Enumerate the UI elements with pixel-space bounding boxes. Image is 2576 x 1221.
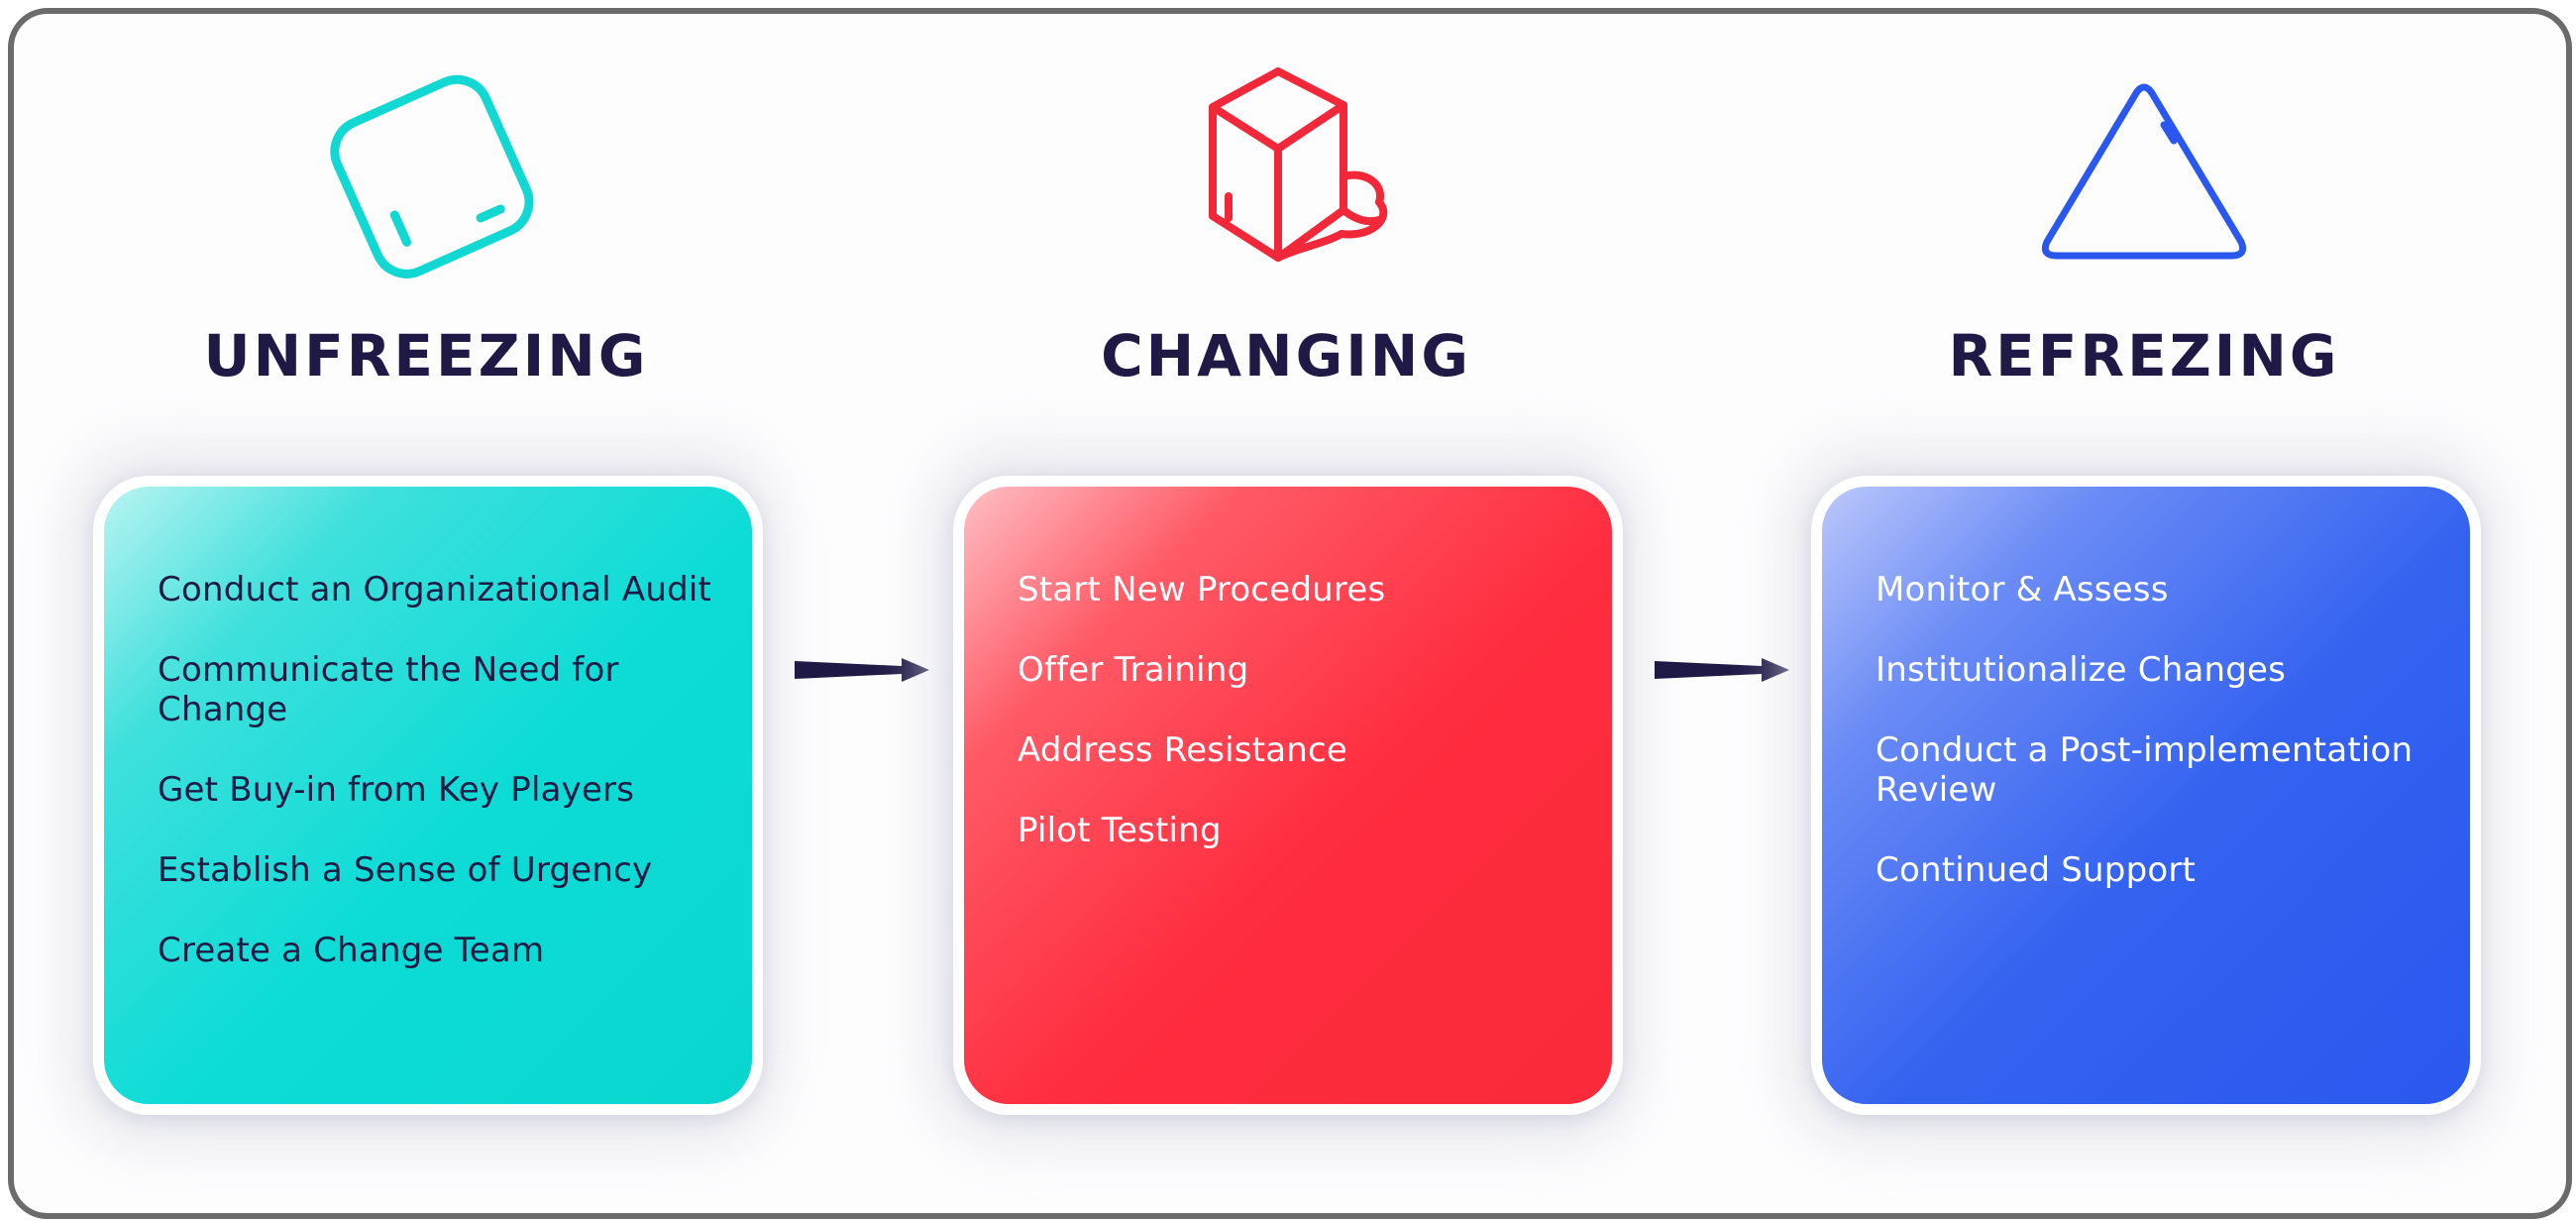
stage-title: CHANGING (1101, 322, 1471, 389)
melting-cube-icon (1209, 67, 1388, 262)
list-item: Create a Change Team (158, 931, 545, 970)
list-item: Address Resistance (1018, 730, 1348, 770)
stage-unfreezing: UNFREEZING Conduct an Organizational Aud… (0, 0, 852, 1221)
list-item: Establish a Sense of Urgency (158, 850, 653, 890)
list-item: Offer Training (1018, 650, 1249, 690)
stage-changing: CHANGING Start New Procedures Offer Trai… (860, 0, 1712, 1221)
list-item: Monitor & Assess (1876, 570, 2169, 610)
triangle-icon (2041, 83, 2247, 260)
stage-title: UNFREEZING (203, 322, 649, 389)
stage-card: Monitor & Assess Institutionalize Change… (1811, 476, 2481, 1115)
list-item: Institutionalize Changes (1876, 650, 2287, 690)
list-item: Conduct an Organizational Audit (158, 570, 712, 610)
list-item: Continued Support (1876, 850, 2197, 890)
list-item: Get Buy-in from Key Players (158, 770, 635, 810)
arrow-right-icon (795, 658, 929, 682)
list-item: Communicate the Need for Change (158, 650, 619, 729)
list-item: Start New Procedures (1018, 570, 1386, 610)
stage-title: REFREZING (1948, 322, 2340, 389)
stage-refreezing: REFREZING Monitor & Assess Institutional… (1718, 0, 2570, 1221)
list-item: Pilot Testing (1018, 811, 1222, 850)
ice-cube-icon (330, 74, 534, 278)
arrow-right-icon (1655, 658, 1789, 682)
stage-card: Conduct an Organizational Audit Communic… (93, 476, 763, 1115)
list-item: Conduct a Post-implementation Review (1876, 730, 2414, 810)
stage-card: Start New Procedures Offer Training Addr… (953, 476, 1623, 1115)
